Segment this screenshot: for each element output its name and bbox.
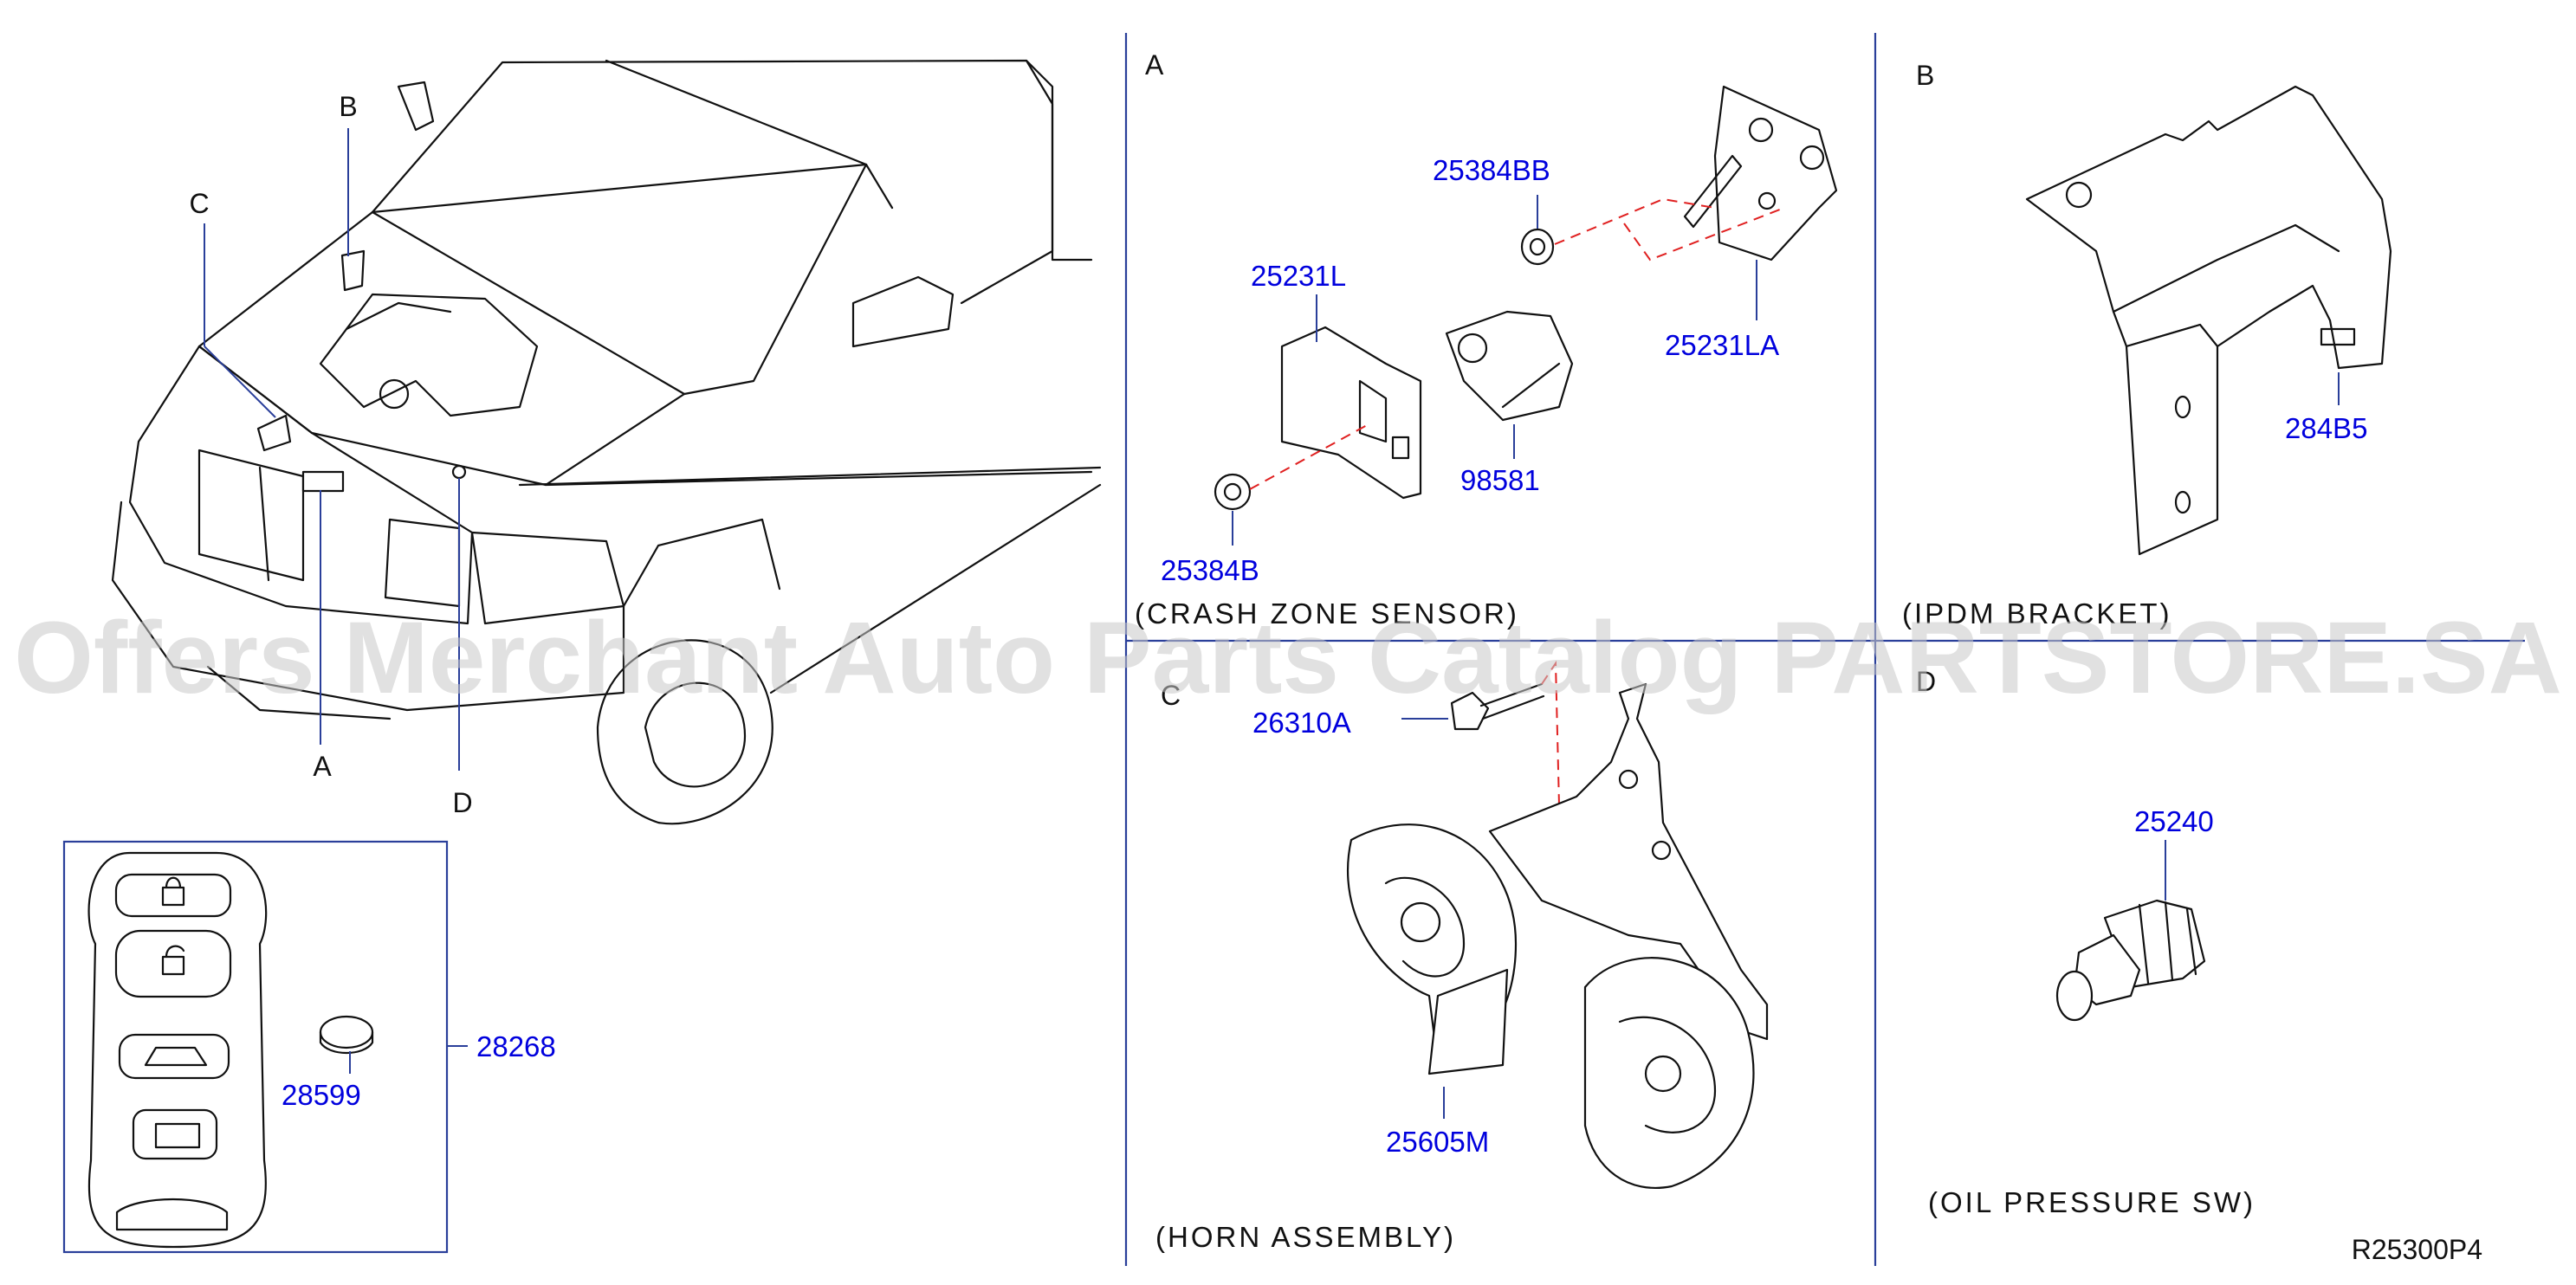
part-number-25231la[interactable]: 25231LA xyxy=(1665,329,1779,361)
part-number-25384b[interactable]: 25384B xyxy=(1161,554,1259,586)
horn-assembly-illustration xyxy=(1346,660,1769,1189)
part-number-28268[interactable]: 28268 xyxy=(476,1030,556,1062)
part-number-25240[interactable]: 25240 xyxy=(2134,805,2214,837)
oil-pressure-switch-illustration xyxy=(2055,840,2206,1022)
section-dividers xyxy=(1124,33,2525,1266)
part-number-98581[interactable]: 98581 xyxy=(1460,464,1540,496)
caption-oil-pressure-switch: (OIL PRESSURE SW) xyxy=(1928,1186,2256,1218)
section-label-a: A xyxy=(1145,49,1164,81)
vehicle-illustration xyxy=(111,59,1102,825)
caption-ipdm-bracket: (IPDM BRACKET) xyxy=(1902,597,2172,630)
vehicle-callout-d: D xyxy=(452,787,472,818)
crash-zone-sensor-illustration xyxy=(1214,85,1838,546)
diagram-code: R25300P4 xyxy=(2352,1234,2482,1265)
vehicle-callout-leaders xyxy=(204,128,460,771)
watermark-text: Offers Merchant Auto Parts Catalog PARTS… xyxy=(14,601,2562,715)
section-label-c: C xyxy=(1161,680,1181,711)
section-label-b: B xyxy=(1916,60,1934,91)
part-number-25384bb[interactable]: 25384BB xyxy=(1433,154,1550,186)
part-number-25231l[interactable]: 25231L xyxy=(1251,260,1346,292)
key-fob-illustration xyxy=(62,840,468,1254)
part-number-26310a[interactable]: 26310A xyxy=(1252,707,1351,739)
vehicle-callout-c: C xyxy=(189,188,209,219)
part-number-25605m[interactable]: 25605M xyxy=(1386,1126,1489,1158)
section-label-d: D xyxy=(1916,666,1936,697)
vehicle-callout-a: A xyxy=(313,751,332,782)
vehicle-callout-b: B xyxy=(339,91,357,122)
part-number-284b5[interactable]: 284B5 xyxy=(2285,412,2367,444)
caption-horn-assembly: (HORN ASSEMBLY) xyxy=(1155,1221,1456,1253)
ipdm-bracket-illustration xyxy=(2025,85,2392,556)
caption-crash-zone-sensor: (CRASH ZONE SENSOR) xyxy=(1135,597,1519,630)
part-number-28599[interactable]: 28599 xyxy=(282,1079,361,1111)
